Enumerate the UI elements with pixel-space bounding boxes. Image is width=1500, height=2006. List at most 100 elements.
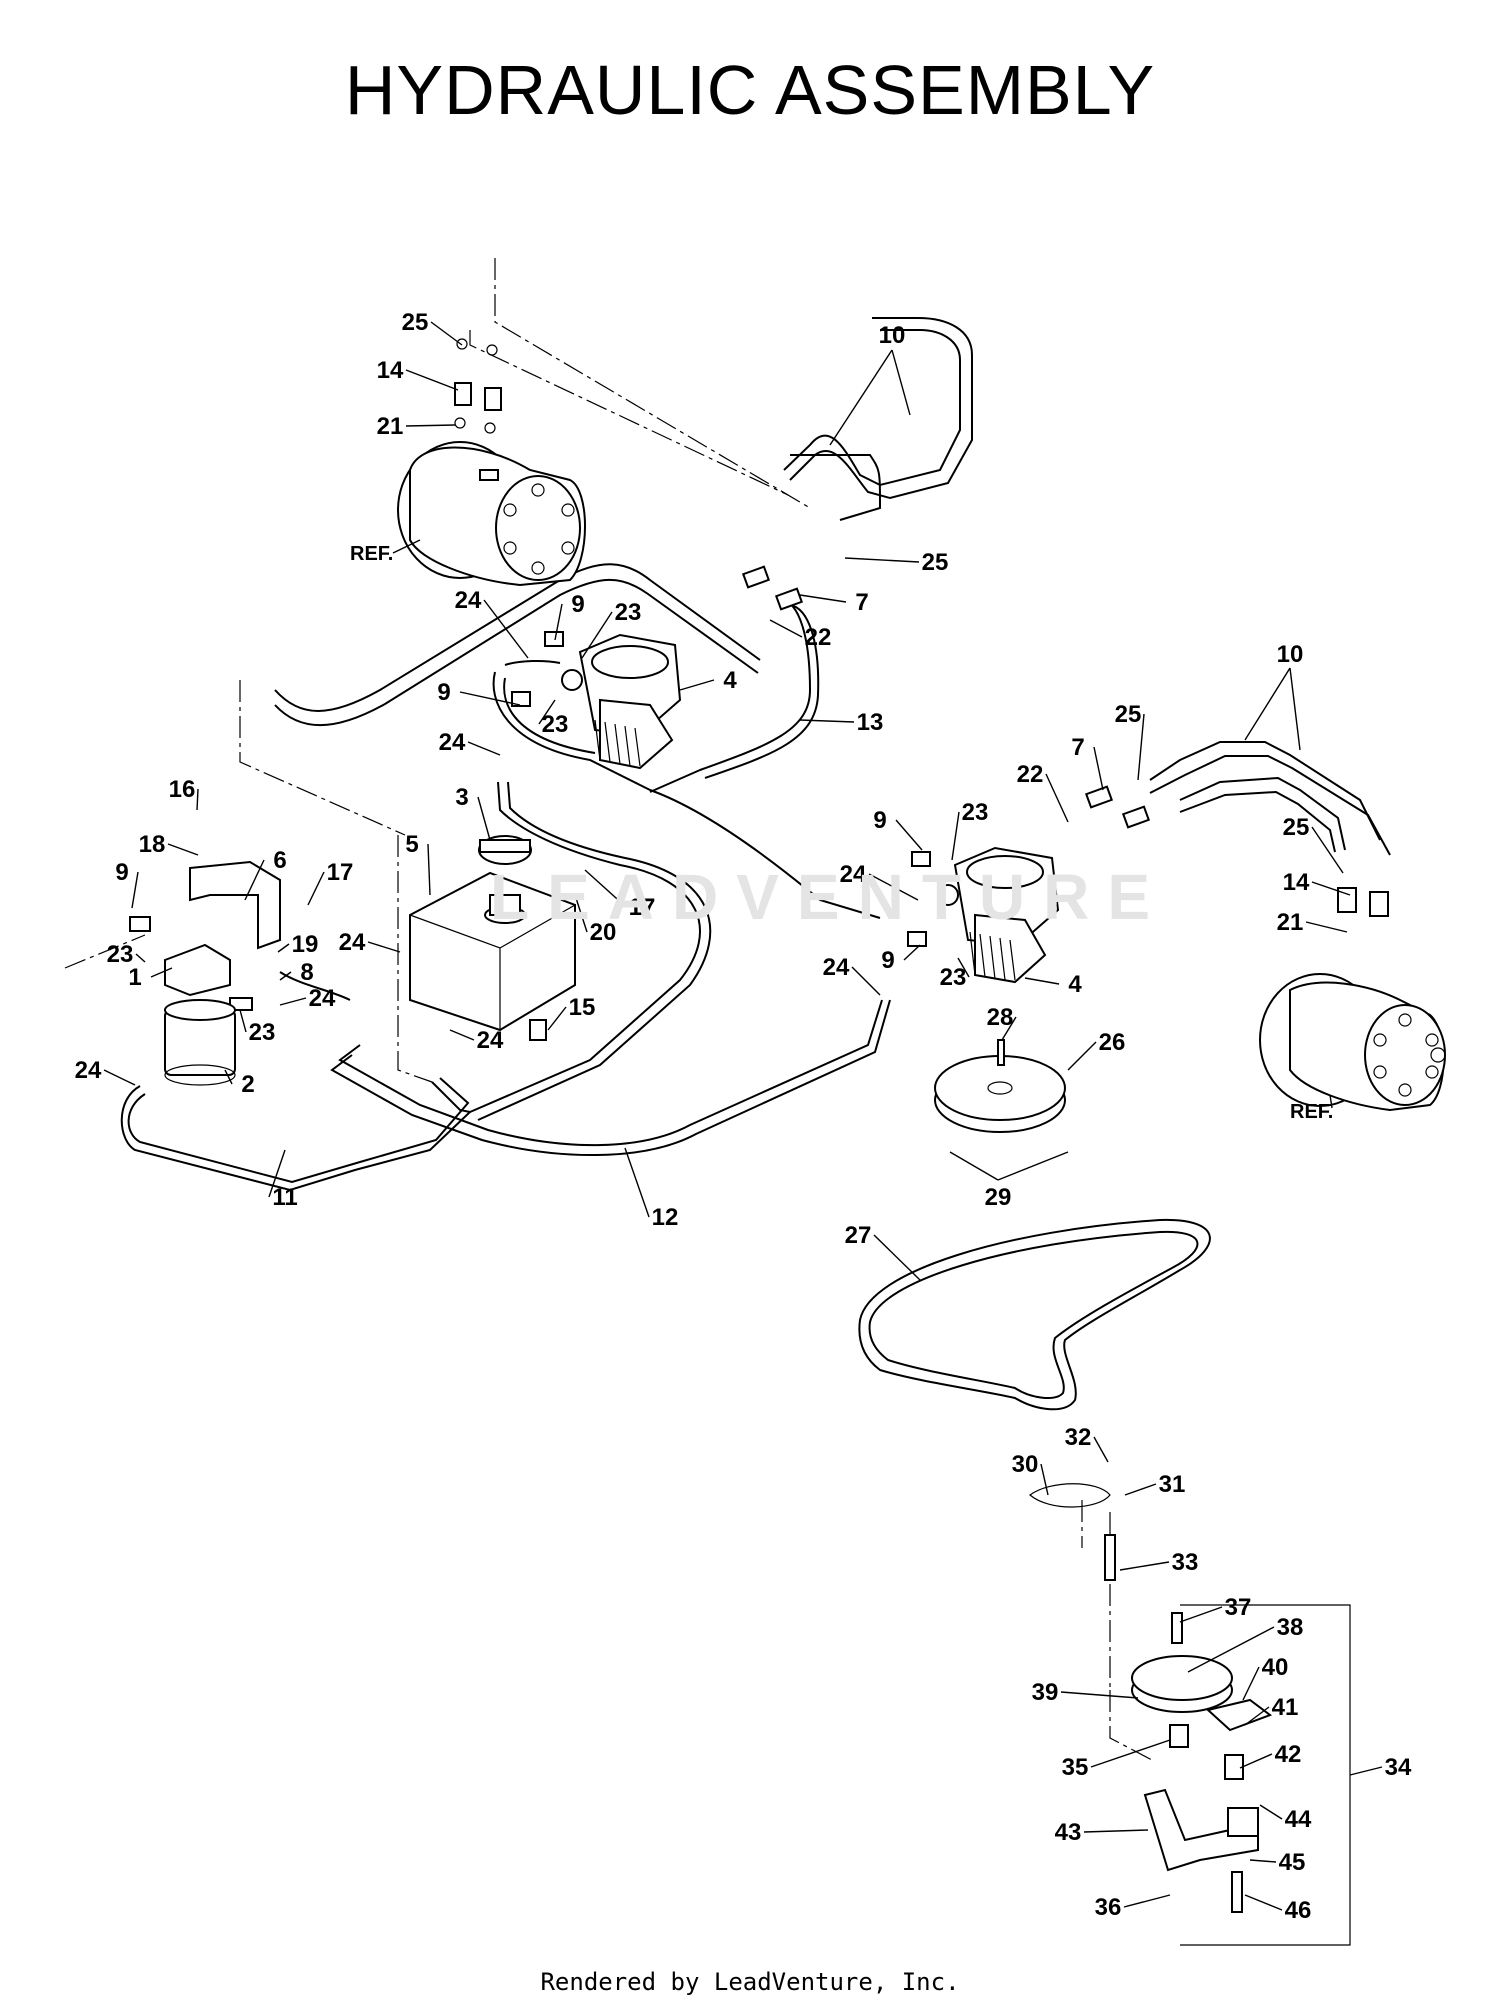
leader-line [1311,881,1351,896]
drive-belt [858,1218,1211,1411]
callout-43: 43 [1055,1819,1082,1846]
callout-18: 18 [139,831,166,858]
leader-line [103,1069,136,1086]
leader-line [427,843,431,896]
callout-25: 25 [1283,814,1310,841]
leader-line [405,369,459,391]
callout-32: 32 [1065,1424,1092,1451]
leader-line [430,321,463,346]
callout-27: 27 [845,1222,872,1249]
callout-42: 42 [1275,1741,1302,1768]
leader-line [1239,1753,1273,1769]
callout-9: 9 [437,679,450,706]
leader-line [799,719,855,723]
callout-24: 24 [477,1027,504,1054]
reservoir-tank [409,835,576,1041]
callout-36: 36 [1095,1894,1122,1921]
callout-15: 15 [569,994,596,1021]
leader-line [951,811,960,861]
drive-belt-inner [868,1230,1199,1400]
callout-12: 12 [652,1204,679,1231]
callout-13: 13 [857,709,884,736]
leader-line [1060,1691,1139,1699]
callout-34: 34 [1385,1754,1412,1781]
callout-20: 20 [590,919,617,946]
callout-33: 33 [1172,1549,1199,1576]
leader-line [903,944,921,961]
leader-line [679,679,715,691]
callout-14: 14 [377,357,404,384]
leader-line [1242,1666,1260,1701]
leader-line [1024,977,1060,985]
leader-line [1123,1894,1171,1908]
callout-17: 17 [327,859,354,886]
callout-17: 17 [629,894,656,921]
leader-line [224,1069,233,1085]
leader-line [581,611,613,659]
callout-24: 24 [455,587,482,614]
leader-line [167,843,199,856]
leader-line [873,1234,921,1281]
leader-line [624,1147,650,1218]
pump-upper [561,633,682,770]
leader-line [268,1149,286,1198]
leader-line [1093,1436,1109,1463]
leader-line [1179,1606,1223,1623]
leader-line [584,869,627,908]
alignment-lines [64,258,1153,1761]
leader-line [1137,713,1145,781]
leader-line [467,741,501,756]
callout-16: 16 [169,776,196,803]
ref-label-lower: REF. [1290,1101,1333,1123]
leader-line [150,967,173,978]
callout-37: 37 [1225,1594,1252,1621]
leader-line [851,966,881,996]
leader-line [1090,1739,1171,1768]
callout-24: 24 [75,1057,102,1084]
callout-19: 19 [292,931,319,958]
callout-4: 4 [1068,971,1082,998]
leader-line [1249,1859,1277,1863]
callout-30: 30 [1012,1451,1039,1478]
callout-23: 23 [107,941,134,968]
callout-21: 21 [377,413,404,440]
leader-line [1067,1041,1097,1071]
callout-5: 5 [405,831,418,858]
leader-line [449,1029,475,1041]
callout-23: 23 [615,599,642,626]
callout-21: 21 [1277,909,1304,936]
leader-line [1119,1561,1170,1571]
leader-line [367,941,401,953]
leader-line [1040,1463,1049,1496]
leader-line [244,859,265,901]
leader-line [483,599,529,659]
callout-10: 10 [879,322,906,349]
leader-line [279,971,292,981]
callout-40: 40 [1262,1654,1289,1681]
callout-9: 9 [571,591,584,618]
callout-24: 24 [339,929,366,956]
callout-7: 7 [1071,734,1084,761]
leader-line [957,957,970,978]
callout-22: 22 [805,624,832,651]
callout-25: 25 [402,309,429,336]
idler-assembly [1029,1483,1351,1946]
callout-23: 23 [940,964,967,991]
leader-line [405,424,456,427]
leader-line [1244,1894,1283,1911]
callout-23: 23 [542,711,569,738]
callout-45: 45 [1279,1849,1306,1876]
callout-23: 23 [249,1019,276,1046]
callout-25: 25 [1115,701,1142,728]
footer-credit: Rendered by LeadVenture, Inc. [540,1968,960,1996]
leader-line [844,557,920,563]
callout-26: 26 [1099,1029,1126,1056]
leader-line [574,894,588,933]
leader-line [135,953,146,963]
leader-line [307,871,325,906]
callout-9: 9 [881,947,894,974]
leader-lines-multi [829,349,1301,1181]
callout-10: 10 [1277,641,1304,668]
page-title: HYDRAULIC ASSEMBLY [344,51,1156,129]
